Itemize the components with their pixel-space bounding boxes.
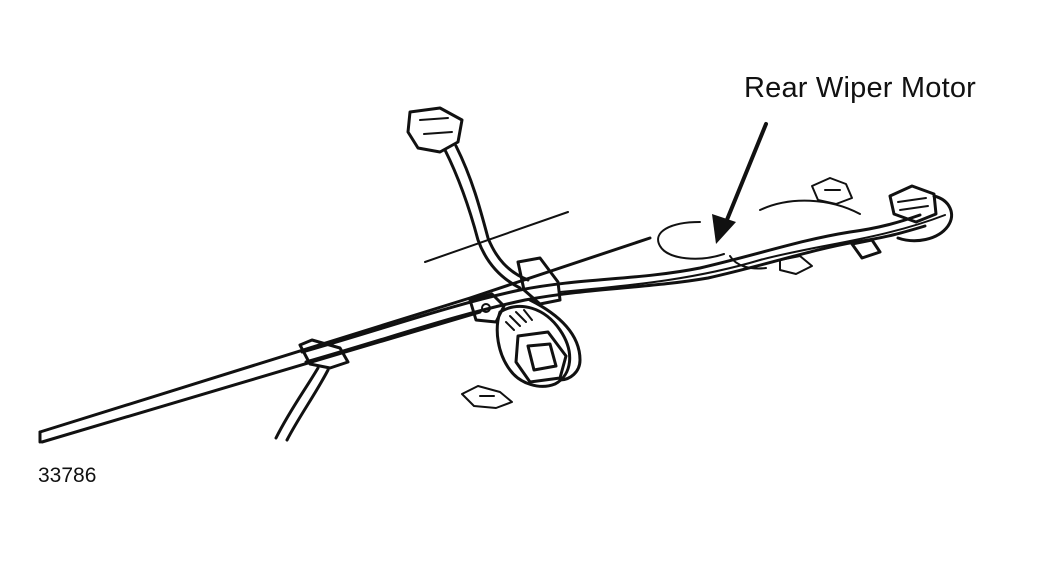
right-connectors (657, 177, 953, 275)
main-harness (300, 213, 946, 364)
harness-clip (274, 338, 350, 442)
wiper-motor (461, 292, 572, 409)
bundle-wrap (516, 256, 582, 382)
callout-arrow (712, 122, 768, 244)
upper-connector (406, 106, 530, 290)
figure-number: 33786 (38, 464, 97, 487)
callout-label: Rear Wiper Motor (744, 72, 977, 104)
body-rail (38, 211, 652, 444)
